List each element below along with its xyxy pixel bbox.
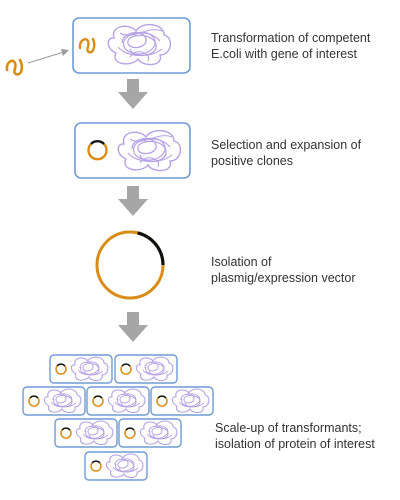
step-1-line-1: Transformation of competent [211,31,371,45]
mini-cell-1 [49,354,113,384]
mini-cell-6 [54,418,118,448]
step-4-label: Scale-up of transformants; isolation of … [215,420,375,452]
arrow-down-icon [118,79,148,109]
arrow-down-icon [118,312,148,342]
arrow-down-icon [118,186,148,216]
mini-cell-8 [84,451,148,481]
scaled-up-cells [22,354,214,481]
step-1-label: Transformation of competent E.coli with … [211,30,370,62]
mini-cell-2 [114,354,178,384]
step-4-line-1: Scale-up of transformants; [215,421,362,435]
step-2-line-2: positive clones [211,154,293,168]
mini-cell-5 [150,386,214,416]
step-3-label: Isolation of plasmig/expression vector [211,254,356,286]
uptake-pointer-arrow [27,49,69,64]
step-3-line-1: Isolation of [211,255,272,269]
mini-cell-3 [22,386,86,416]
step-2-line-1: Selection and expansion of [211,138,362,152]
plasmid-vector-icon [95,230,165,300]
mini-cell-4 [86,386,150,416]
step-4-line-2: isolation of protein of interest [215,437,375,451]
step-2-label: Selection and expansion of positive clon… [211,137,361,169]
free-gene-icon [5,58,24,76]
step-1-line-2: E.coli with gene of interest [211,47,357,61]
step-3-line-2: plasmig/expression vector [211,271,356,285]
ecoli-cell-transformation [72,17,191,74]
ecoli-cell-positive-clone [74,122,191,179]
mini-cell-7 [118,418,182,448]
